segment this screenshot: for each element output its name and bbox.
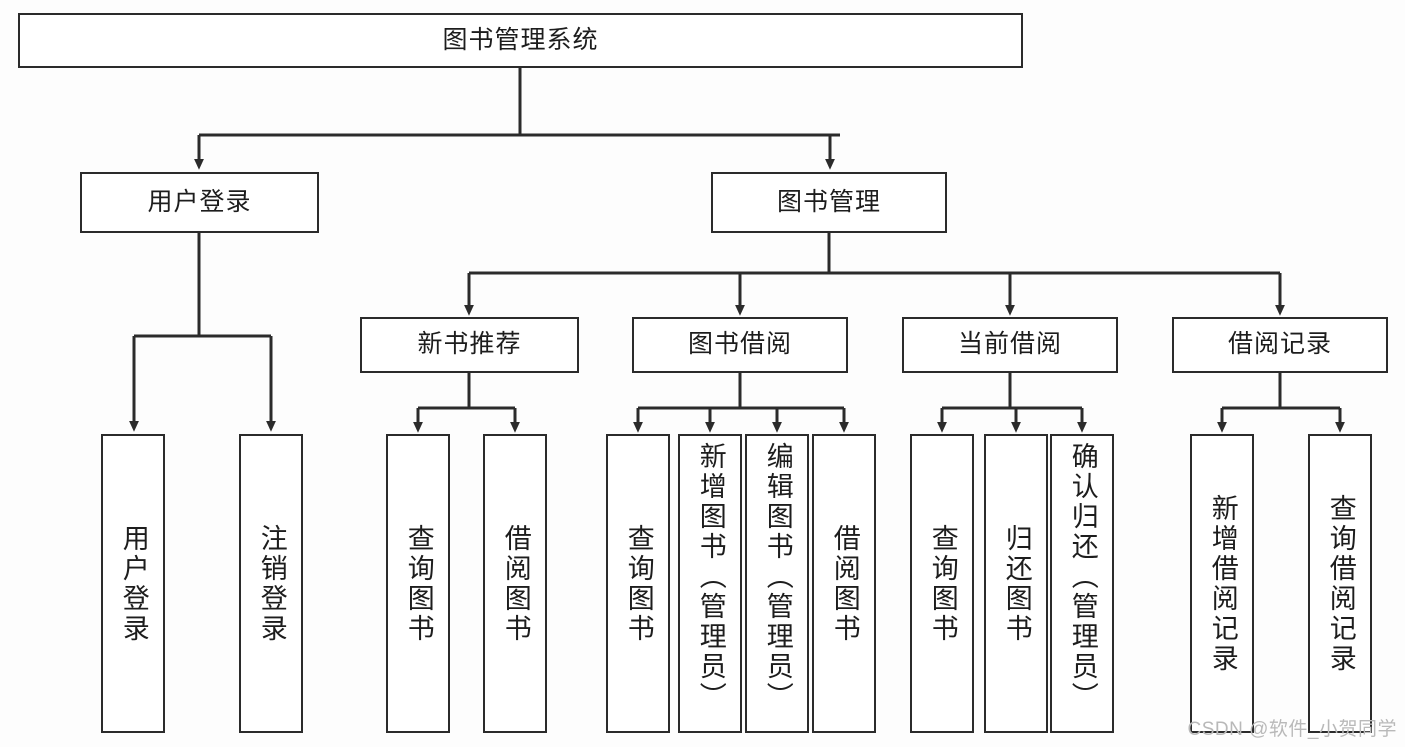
node-book-management[interactable]: 图书管理 — [711, 172, 947, 233]
node-label: 注销登录 — [256, 523, 287, 644]
leaf-add-book-admin[interactable]: 新增图书（管理员） — [678, 434, 742, 733]
leaf-borrow-book-recommendation[interactable]: 借阅图书 — [483, 434, 547, 733]
leaf-query-borrow-record[interactable]: 查询借阅记录 — [1308, 434, 1372, 733]
node-label: 新增借阅记录 — [1207, 493, 1238, 674]
node-label: 新增图书（管理员） — [695, 442, 726, 712]
node-label: 用户登录 — [118, 523, 149, 644]
node-root-book-management-system[interactable]: 图书管理系统 — [18, 13, 1023, 68]
leaf-confirm-return-admin[interactable]: 确认归还（管理员） — [1050, 434, 1114, 733]
node-borrow-record[interactable]: 借阅记录 — [1172, 317, 1388, 373]
node-label: 确认归还（管理员） — [1067, 442, 1098, 712]
leaf-query-book-current[interactable]: 查询图书 — [910, 434, 974, 733]
leaf-add-borrow-record[interactable]: 新增借阅记录 — [1190, 434, 1254, 733]
node-label: 归还图书 — [1001, 523, 1032, 644]
node-label: 图书管理 — [776, 187, 881, 216]
node-label: 查询图书 — [927, 523, 958, 644]
leaf-edit-book-admin[interactable]: 编辑图书（管理员） — [745, 434, 809, 733]
node-book-borrow[interactable]: 图书借阅 — [632, 317, 848, 373]
leaf-query-book-borrow[interactable]: 查询图书 — [606, 434, 670, 733]
node-label: 借阅图书 — [829, 523, 860, 644]
node-label: 查询图书 — [403, 523, 434, 644]
node-new-book-recommendation[interactable]: 新书推荐 — [360, 317, 579, 373]
leaf-borrow-book[interactable]: 借阅图书 — [812, 434, 876, 733]
leaf-return-book[interactable]: 归还图书 — [984, 434, 1048, 733]
node-label: 图书管理系统 — [442, 25, 599, 54]
node-label: 查询借阅记录 — [1325, 493, 1356, 674]
leaf-logout[interactable]: 注销登录 — [239, 434, 303, 733]
node-label: 借阅图书 — [500, 523, 531, 644]
node-label: 借阅记录 — [1227, 330, 1332, 359]
node-label: 新书推荐 — [417, 330, 522, 359]
node-label: 图书借阅 — [687, 330, 792, 359]
node-label: 用户登录 — [147, 187, 252, 216]
node-current-borrow[interactable]: 当前借阅 — [902, 317, 1118, 373]
node-user-login[interactable]: 用户登录 — [80, 172, 319, 233]
leaf-query-book-recommendation[interactable]: 查询图书 — [386, 434, 450, 733]
node-label: 编辑图书（管理员） — [762, 442, 793, 712]
node-label: 当前借阅 — [957, 330, 1062, 359]
node-label: 查询图书 — [623, 523, 654, 644]
leaf-user-login[interactable]: 用户登录 — [101, 434, 165, 733]
